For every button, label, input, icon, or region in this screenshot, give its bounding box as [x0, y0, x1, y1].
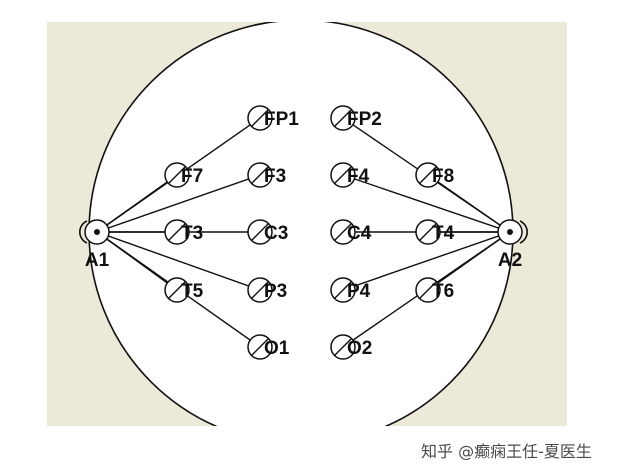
electrode-label: F3: [264, 166, 286, 187]
reference-label: A1: [85, 250, 110, 271]
electrode-label: P4: [347, 281, 371, 302]
electrode-p4: P4: [330, 277, 371, 303]
electrode-label: C4: [347, 223, 372, 244]
electrode-c4: C4: [330, 219, 372, 245]
reference-center-dot: [94, 229, 100, 235]
electrode-slash: [251, 166, 269, 184]
electrode-label: FP2: [347, 109, 382, 130]
connection-line-a1-p3: [96, 231, 261, 291]
connection-line-a2-p4: [342, 231, 511, 291]
electrode-t6: T6: [415, 277, 454, 303]
connection-line-a1-f3: [96, 174, 261, 233]
electrode-label: T3: [181, 223, 203, 244]
electrode-o1: O1: [247, 334, 290, 360]
electrode-slash: [419, 281, 437, 299]
reference-electrode-a1: A1: [84, 219, 110, 271]
left-ear-shape: [79, 220, 88, 244]
electrode-p3: P3: [247, 277, 287, 303]
electrode-o2: O2: [330, 334, 372, 360]
electrode-label: F7: [181, 166, 203, 187]
electrode-label: T4: [432, 223, 455, 244]
connection-line-a2-f4: [342, 174, 511, 233]
electrode-label: T5: [181, 281, 204, 302]
electrode-fp1: FP1: [247, 105, 299, 131]
electrode-slash: [251, 109, 269, 127]
electrode-slash: [334, 338, 352, 356]
electrode-label: C3: [264, 223, 288, 244]
reference-electrode-a2: A2: [497, 219, 523, 271]
electrode-slash: [334, 281, 352, 299]
electrode-slash: [168, 223, 186, 241]
connection-lines: [96, 117, 511, 348]
electrode-f7: F7: [164, 162, 203, 188]
right-ear-shape: [519, 220, 528, 244]
head-outline-group: [79, 22, 528, 426]
electrode-t4: T4: [415, 219, 455, 245]
electrode-slash: [334, 109, 352, 127]
electrode-slash: [251, 223, 269, 241]
electrode-slash: [168, 281, 186, 299]
electrode-label: O1: [264, 338, 290, 359]
electrode-f3: F3: [247, 162, 286, 188]
electrode-label: T6: [432, 281, 454, 302]
watermark: 知乎 @癫痫王任-夏医生: [421, 442, 592, 461]
electrode-label: FP1: [264, 109, 299, 130]
electrode-slash: [334, 166, 352, 184]
electrode-slash: [419, 223, 437, 241]
electrode-t5: T5: [164, 277, 204, 303]
electrode-slash: [168, 166, 186, 184]
electrode-t3: T3: [164, 219, 203, 245]
reference-center-dot: [507, 229, 513, 235]
reference-label: A2: [498, 250, 522, 271]
electrode-label: F4: [347, 166, 370, 187]
electrode-f8: F8: [415, 162, 454, 188]
electrode-f4: F4: [330, 162, 370, 188]
electrode-label: O2: [347, 338, 372, 359]
connection-line-a2-f8: [427, 174, 511, 233]
electrode-slash: [419, 166, 437, 184]
electrode-fp2: FP2: [330, 105, 382, 131]
electrode-slash: [251, 281, 269, 299]
electrode-label: F8: [432, 166, 454, 187]
electrode-slash: [251, 338, 269, 356]
connection-line-a1-f7: [96, 174, 178, 233]
electrode-slash: [334, 223, 352, 241]
electrode-c3: C3: [247, 219, 288, 245]
electrode-label: P3: [264, 281, 287, 302]
